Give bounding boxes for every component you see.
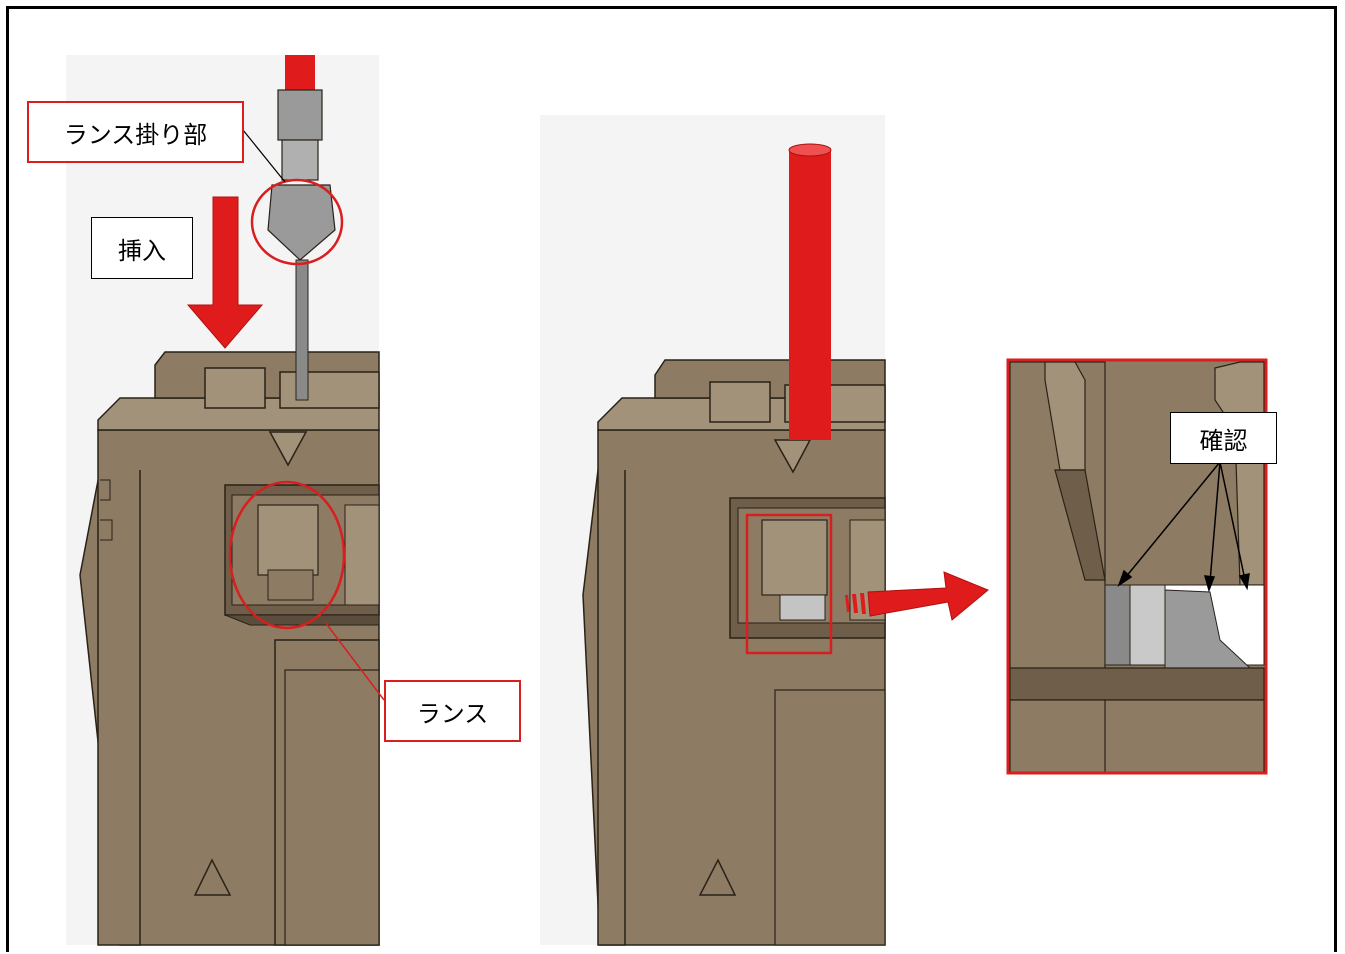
- confirm-label: 確認: [1170, 412, 1277, 464]
- zoom-panel-border: [1006, 358, 1268, 775]
- middle-wire: [788, 143, 832, 440]
- lance-catch-leader: [242, 129, 286, 183]
- left-housing: [79, 351, 380, 946]
- left-terminal: [267, 55, 336, 401]
- confirm-arrows: [1117, 461, 1250, 593]
- right-arrow-icon: [845, 571, 989, 621]
- middle-housing: [582, 359, 886, 946]
- lance-circle: [228, 480, 346, 630]
- lance-catch-label: ランス掛り部: [27, 101, 244, 163]
- lance-leader: [324, 621, 385, 701]
- insert-label: 挿入: [91, 217, 193, 279]
- lance-label: ランス: [384, 680, 521, 742]
- lance-catch-circle: [250, 178, 344, 266]
- down-arrow-icon: [186, 196, 264, 349]
- zoom-source-box: [745, 513, 833, 655]
